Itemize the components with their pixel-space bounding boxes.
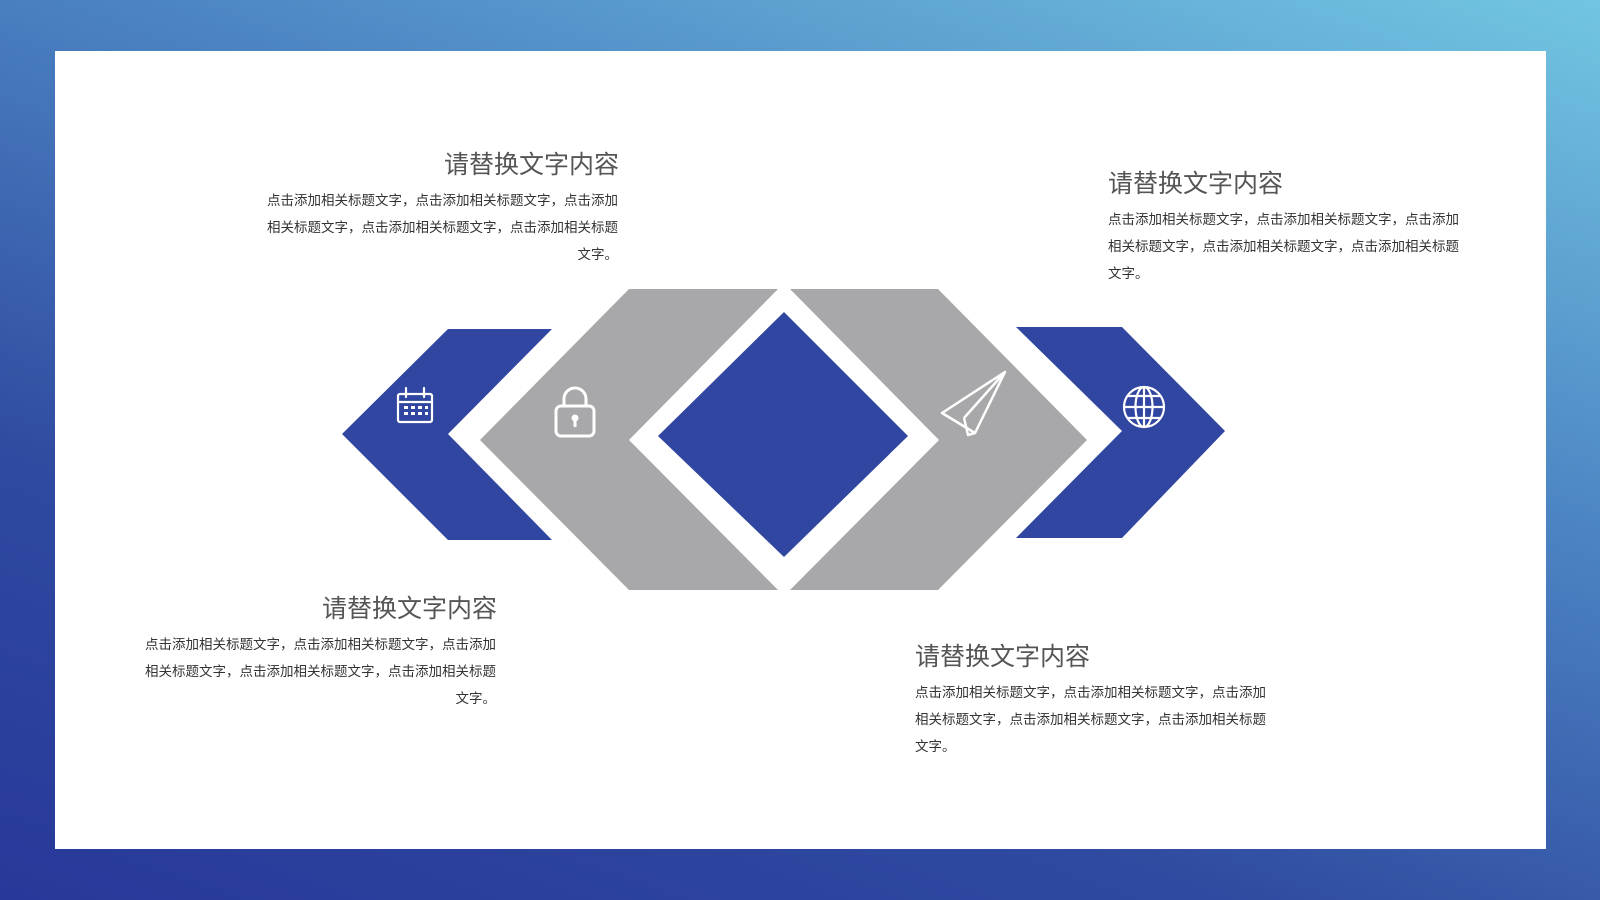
lock-icon xyxy=(554,386,596,438)
block-4-title: 请替换文字内容 xyxy=(915,642,1091,671)
right-outer-chevron xyxy=(1016,327,1225,538)
block-2-text: 点击添加相关标题文字，点击添加相关标题文字，点击添加相关标题文字，点击添加相关标… xyxy=(1108,212,1459,282)
center-diamond xyxy=(658,312,908,557)
left-inner-chevron xyxy=(480,289,778,590)
paper-plane-icon xyxy=(940,370,1007,437)
block-1-title: 请替换文字内容 xyxy=(443,150,619,179)
block-3-title: 请替换文字内容 xyxy=(321,594,497,623)
globe-icon xyxy=(1122,385,1166,429)
block-3-text: 点击添加相关标题文字，点击添加相关标题文字，点击添加相关标题文字，点击添加相关标… xyxy=(145,637,496,707)
block-2-title: 请替换文字内容 xyxy=(1108,169,1284,198)
right-inner-chevron xyxy=(790,289,1087,590)
block-1-text: 点击添加相关标题文字，点击添加相关标题文字，点击添加相关标题文字，点击添加相关标… xyxy=(267,193,618,263)
left-outer-chevron xyxy=(342,329,552,540)
calendar-icon xyxy=(396,386,434,424)
block-4-text: 点击添加相关标题文字，点击添加相关标题文字，点击添加相关标题文字，点击添加相关标… xyxy=(915,685,1266,755)
